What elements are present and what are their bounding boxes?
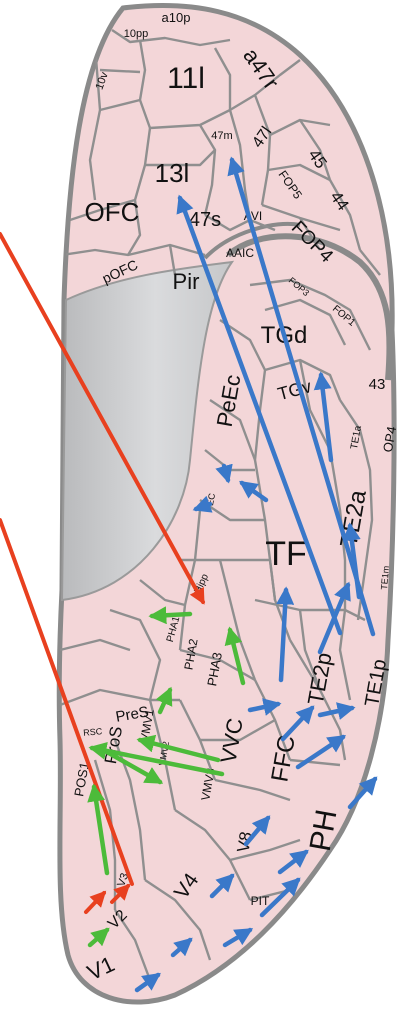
label-TE1m: TE1m: [379, 565, 391, 590]
label-PH: PH: [304, 807, 344, 854]
label-47s: 47s: [189, 209, 221, 231]
label-43: 43: [369, 376, 386, 393]
label-OFC: OFC: [85, 197, 140, 227]
label-47m: 47m: [211, 130, 232, 142]
label-a10p: a10p: [162, 10, 191, 25]
label-PIT: PIT: [251, 894, 270, 908]
label-11l: 11l: [167, 62, 205, 95]
label-AAIC: AAIC: [226, 246, 254, 260]
label-13l: 13l: [155, 158, 190, 188]
label-10pp: 10pp: [124, 28, 148, 40]
arrow-green-pha1-hipp: [152, 614, 190, 616]
label-RSC: RSC: [83, 726, 103, 738]
label-Pir: Pir: [173, 269, 200, 294]
label-TF: TF: [265, 535, 307, 573]
